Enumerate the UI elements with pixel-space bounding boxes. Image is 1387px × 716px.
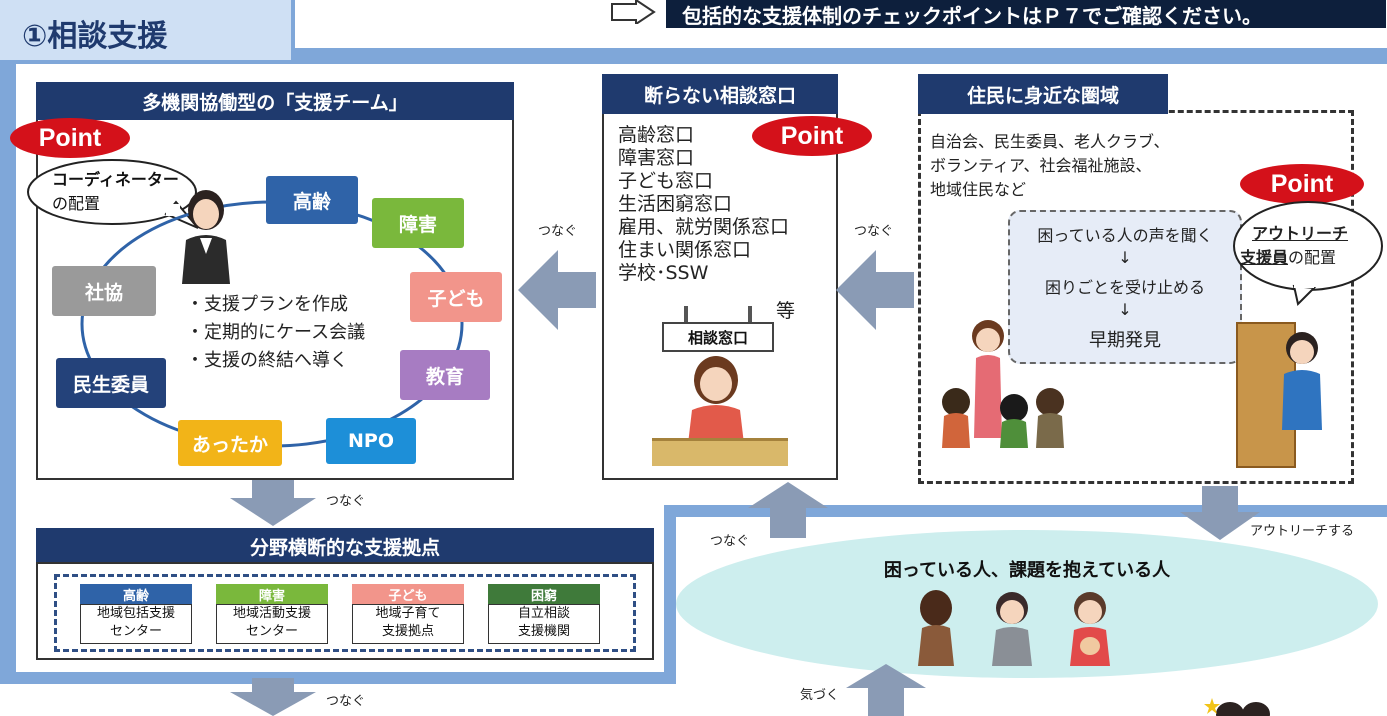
hub-tag-kodomo: 子ども xyxy=(352,584,464,604)
team-task-1: ・支援プランを作成 xyxy=(186,294,348,315)
frame-left-band xyxy=(0,48,16,684)
hub-title: 分野横断的な支援拠点 xyxy=(36,528,654,564)
community-title: 住民に身近な圏域 xyxy=(918,74,1168,114)
node-minsei: 民生委員 xyxy=(56,358,166,408)
node-shogai: 障害 xyxy=(372,198,464,248)
team-title: 多機関協働型の「支援チーム」 xyxy=(36,82,514,120)
node-shakyo: 社協 xyxy=(52,266,156,316)
arrow-outreach-down xyxy=(1180,486,1260,540)
label-tsunagu-2: つなぐ xyxy=(854,224,894,239)
counter-item-2: 障害窓口 xyxy=(618,147,695,169)
flow-step-2: 困りごとを受け止める xyxy=(1044,278,1205,297)
counter-etc: 等 xyxy=(776,300,796,322)
hub-item-koreisha-line2: センター xyxy=(109,624,162,639)
outreach-placement: の配置 xyxy=(1288,248,1337,267)
flow-step-1: 困っている人の声を聞く xyxy=(1037,226,1213,245)
coordinator-line2: の配置 xyxy=(52,194,101,213)
label-tsunagu-3: つなぐ xyxy=(326,494,366,509)
sparkle-people-icon xyxy=(1204,698,1270,716)
frame-top-band xyxy=(0,48,1387,64)
flow-arrow-2: ↓ xyxy=(1118,300,1132,319)
counter-item-4: 生活困窮窓口 xyxy=(618,193,733,215)
counter-item-1: 高齢窓口 xyxy=(618,124,695,146)
team-task-3: ・支援の終結へ導く xyxy=(186,350,348,371)
hub-tag-konkyu: 困窮 xyxy=(488,584,600,604)
outreach-line2: 支援員の配置 xyxy=(1240,244,1336,268)
node-attaka: あったか xyxy=(178,420,282,466)
frame-mid-vertical xyxy=(664,505,676,684)
coordinator-bubble xyxy=(27,159,199,229)
coordinator-person-icon xyxy=(182,190,230,284)
counter-sign-text: 相談窓口 xyxy=(687,328,748,347)
arrow-kizuku-up xyxy=(846,664,926,716)
team-point-badge: Point xyxy=(10,118,130,158)
hub-item-kodomo: 地域子育て 支援拠点 xyxy=(352,604,464,644)
counter-sign-post-left xyxy=(684,306,688,324)
counter-point-badge: Point xyxy=(752,116,872,156)
label-kizuku: 気づく xyxy=(800,688,840,703)
node-kodomo: 子ども xyxy=(410,272,502,322)
arrow-hub-down xyxy=(230,678,316,716)
counter-title: 断らない相談窓口 xyxy=(602,74,838,114)
node-npo: NPO xyxy=(326,418,416,464)
section-title: ①相談支援 xyxy=(22,19,168,54)
outreach-worker-icon xyxy=(1282,332,1322,430)
arrow-team-to-hub xyxy=(230,480,316,526)
counter-sign-post-right xyxy=(748,306,752,324)
counter-item-6: 住まい関係窓口 xyxy=(618,239,752,261)
hub-item-konkyu-line2: 支援機関 xyxy=(517,624,570,639)
people-title: 困っている人、課題を抱えている人 xyxy=(883,560,1171,581)
troubled-people-icon xyxy=(918,590,1110,666)
hub-item-konkyu: 自立相談 支援機関 xyxy=(488,604,600,644)
node-kyoiku: 教育 xyxy=(400,350,490,400)
hub-item-shogai-line2: センター xyxy=(245,624,298,639)
section-tab xyxy=(0,0,295,60)
community-member-2: ボランティア、社会福祉施設、 xyxy=(930,156,1152,175)
hub-item-koreisha: 地域包括支援 センター xyxy=(80,604,192,644)
flow-step-3: 早期発見 xyxy=(1089,330,1161,351)
community-point-badge: Point xyxy=(1240,164,1364,204)
hub-item-kodomo-line2: 支援拠点 xyxy=(381,624,434,639)
counter-staff-icon xyxy=(688,356,744,444)
community-flow-box xyxy=(1008,210,1242,364)
arrow-people-to-counter xyxy=(748,482,828,538)
node-koreisha: 高齢 xyxy=(266,176,358,224)
label-tsunagu-5: つなぐ xyxy=(710,534,750,549)
coordinator-line1: コーディネーター xyxy=(52,170,179,189)
arrow-counter-to-team xyxy=(518,250,596,330)
arrow-community-to-counter xyxy=(836,250,914,330)
flow-arrow-1: ↓ xyxy=(1118,248,1132,267)
banner-arrow-icon xyxy=(611,0,656,24)
banner-text: 包括的な支援体制のチェックポイントはＰ７でご確認ください。 xyxy=(682,3,1262,28)
hub-item-shogai: 地域活動支援 センター xyxy=(216,604,328,644)
outreach-bubble xyxy=(1233,201,1383,306)
outreach-staff: 支援員 xyxy=(1240,248,1289,267)
label-tsunagu-1: つなぐ xyxy=(538,224,578,239)
counter-sign: 相談窓口 xyxy=(662,322,774,352)
team-task-2: ・定期的にケース会議 xyxy=(186,322,366,343)
residents-group-icon xyxy=(942,320,1064,448)
hub-tag-koreisha: 高齢 xyxy=(80,584,192,604)
counter-desk xyxy=(652,438,788,466)
counter-item-7: 学校･SSW xyxy=(618,262,709,284)
hub-item-kodomo-line1: 地域子育て xyxy=(375,606,441,621)
outreach-line1: アウトリーチ xyxy=(1252,224,1349,243)
hub-item-koreisha-line1: 地域包括支援 xyxy=(96,606,175,621)
label-tsunagu-4: つなぐ xyxy=(326,694,366,709)
hub-inner-dashed xyxy=(54,574,636,652)
banner: 包括的な支援体制のチェックポイントはＰ７でご確認ください。 xyxy=(666,0,1386,28)
counter-item-5: 雇用、就労関係窓口 xyxy=(618,216,790,238)
community-member-1: 自治会、民生委員、老人クラブ、 xyxy=(930,132,1170,151)
counter-item-3: 子ども窓口 xyxy=(618,170,714,192)
label-outreach: アウトリーチする xyxy=(1250,524,1355,539)
hub-tag-shogai: 障害 xyxy=(216,584,328,604)
community-member-3: 地域住民など xyxy=(930,180,1027,199)
hub-item-shogai-line1: 地域活動支援 xyxy=(232,606,311,621)
frame-bottom-band xyxy=(0,672,676,684)
hub-item-konkyu-line1: 自立相談 xyxy=(517,606,570,621)
